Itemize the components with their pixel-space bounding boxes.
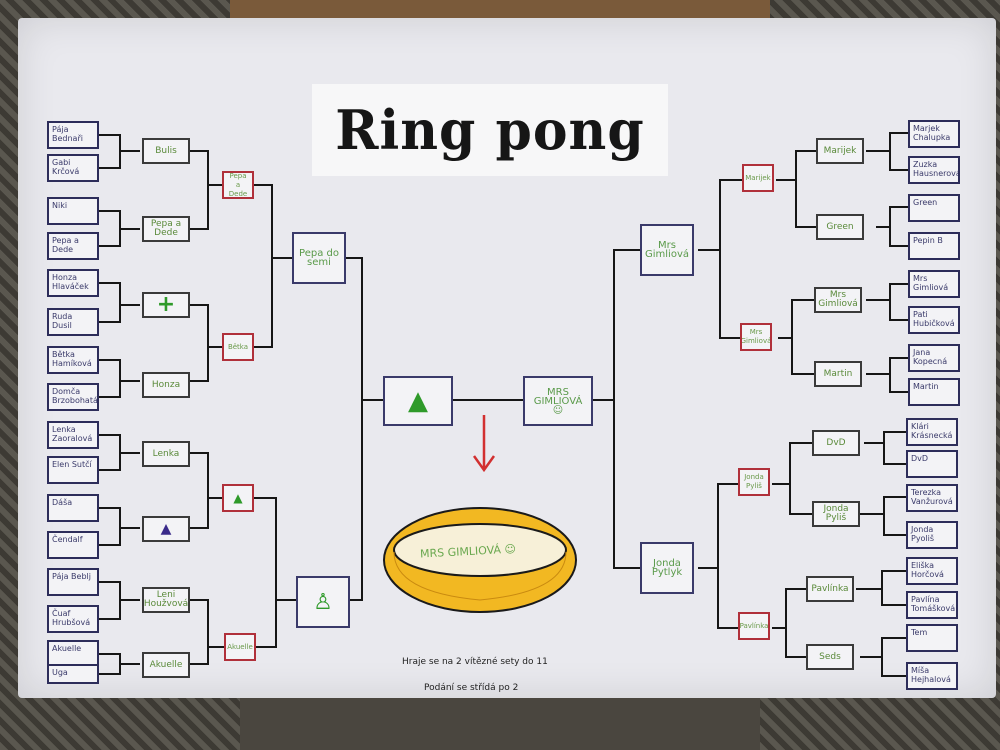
title-card: Ring pong xyxy=(312,84,668,176)
left-r3-slot-3: ▲ xyxy=(222,484,254,512)
left-r1-slot-3: Niki xyxy=(47,197,99,225)
left-r2-slot-6: ▲ xyxy=(142,516,190,542)
rules-note-sets: Hraje se na 2 vítězné sety do 11 xyxy=(402,657,548,667)
left-r2-slot-4: Honza xyxy=(142,372,190,398)
final-winner-line2: GIMLIOVÁ xyxy=(533,395,583,407)
right-r2-slot-4: Martin xyxy=(814,361,862,387)
right-r2-slot-7: Pavlínka xyxy=(806,576,854,602)
right-r3-slot-2: Mrs Gimliová xyxy=(740,323,772,351)
smiley-icon: ☺ xyxy=(552,404,564,416)
right-r1-slot-1: Marjek Chalupka xyxy=(908,120,960,148)
left-r1-slot-11: Dáša xyxy=(47,494,99,522)
left-r1-slot-12: Čendalf xyxy=(47,531,99,559)
left-r2-slot-3: + xyxy=(142,292,190,318)
right-r1-slot-9: Klári Krásnecká xyxy=(906,418,958,446)
right-r1-slot-5: Mrs Gimliová xyxy=(908,270,960,298)
left-semifinal-slot-1: Pepa do semi xyxy=(292,232,346,284)
right-r1-slot-12: Jonda Pyoliš xyxy=(906,521,958,549)
right-r1-slot-7: Jana Kopecná xyxy=(908,344,960,372)
right-r1-slot-13: Eliška Horčová xyxy=(906,557,958,585)
left-r2-slot-7: Leni Houžvová xyxy=(142,587,190,613)
left-r1-slot-9: Lenka Zaoralová xyxy=(47,421,99,449)
left-r1-slot-4: Pepa a Dede xyxy=(47,232,99,260)
right-r3-slot-3: Jonda Pyliš xyxy=(738,468,770,496)
final-left-slot: ▲ xyxy=(383,376,453,426)
right-r1-slot-3: Green xyxy=(908,194,960,222)
right-r2-slot-6: Jonda Pyliš xyxy=(812,501,860,527)
left-r1-slot-2: Gabi Krčová xyxy=(47,154,99,182)
right-r2-slot-8: Seds xyxy=(806,644,854,670)
gandalf-drawing-icon: ♙ xyxy=(313,589,333,615)
right-r1-slot-8: Martin xyxy=(908,378,960,406)
right-r1-slot-10: DvD xyxy=(906,450,958,478)
left-r1-slot-7: Bětka Hamíková xyxy=(47,346,99,374)
final-winner-line1: MRS xyxy=(547,386,569,398)
right-r1-slot-4: Pepin B xyxy=(908,232,960,260)
right-r2-slot-3: Mrs Gimliová xyxy=(814,287,862,313)
right-r3-slot-1: Marijek xyxy=(742,164,774,192)
green-cross-icon: + xyxy=(156,292,176,317)
left-r1-slot-16: Uga xyxy=(47,664,99,684)
left-r2-slot-5: Lenka xyxy=(142,441,190,467)
door-frame xyxy=(230,0,770,22)
rules-note-serve: Podání se střídá po 2 xyxy=(424,683,519,693)
left-r1-slot-5: Honza Hlaváček xyxy=(47,269,99,297)
green-wizard-hat-icon: ▲ xyxy=(408,386,428,416)
left-r2-slot-2: Pepa a Dede xyxy=(142,216,190,242)
right-r2-slot-1: Marijek xyxy=(816,138,864,164)
poster-title: Ring pong xyxy=(335,97,645,163)
right-r3-slot-4: Pavlínka xyxy=(738,612,770,640)
right-r1-slot-11: Terezka Vanžurová xyxy=(906,484,958,512)
left-r1-slot-10: Elen Sutčí xyxy=(47,456,99,484)
right-r1-slot-16: Míša Hejhalová xyxy=(906,662,958,690)
left-r1-slot-8: Domča Brzobohatá xyxy=(47,383,99,411)
left-r1-slot-6: Ruda Dusil xyxy=(47,308,99,336)
right-r1-slot-6: Pati Hubičková xyxy=(908,306,960,334)
left-r2-slot-8: Akuelle xyxy=(142,652,190,678)
right-r2-slot-5: DvD xyxy=(812,430,860,456)
right-r1-slot-15: Tem xyxy=(906,624,958,652)
left-r1-slot-13: Pája Beblj xyxy=(47,568,99,596)
right-semifinal-slot-2: Jonda Pytlyk xyxy=(640,542,694,594)
left-r2-slot-1: Bulis xyxy=(142,138,190,164)
left-semifinal-slot-2: ♙ xyxy=(296,576,350,628)
right-r1-slot-2: Zuzka Hausnerová xyxy=(908,156,960,184)
left-r1-slot-14: Čuaf Hrubšová xyxy=(47,605,99,633)
final-right-slot: MRS GIMLIOVÁ ☺ xyxy=(523,376,593,426)
right-r2-slot-2: Green xyxy=(816,214,864,240)
purple-wizard-hat-icon: ▲ xyxy=(160,520,172,537)
left-r3-slot-1: Pepa a Dede xyxy=(222,171,254,199)
right-semifinal-slot-1: Mrs Gimliová xyxy=(640,224,694,276)
left-r3-slot-4: Akuelle xyxy=(224,633,256,661)
left-r3-slot-2: Bětka xyxy=(222,333,254,361)
left-r1-slot-1: Pája Bednaři xyxy=(47,121,99,149)
right-r1-slot-14: Pavlína Tomášková xyxy=(906,591,958,619)
green-hat-icon: ▲ xyxy=(233,490,243,505)
